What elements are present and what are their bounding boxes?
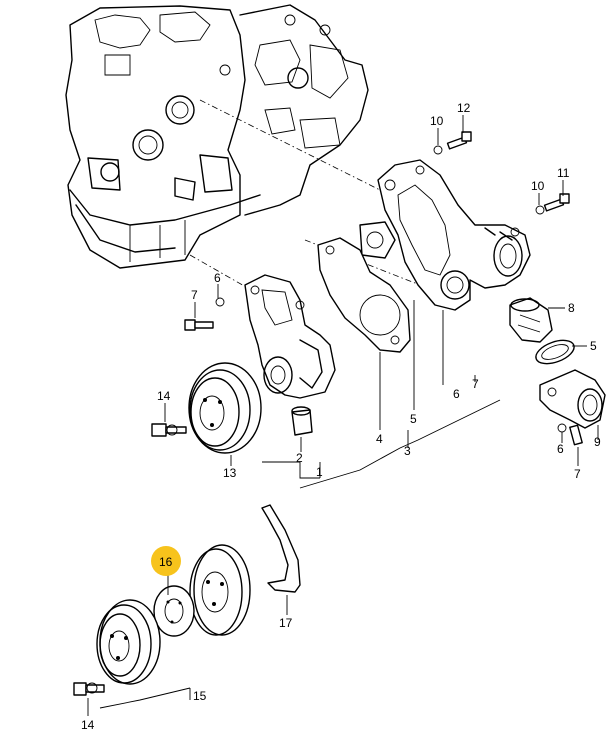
gasket-5 [359, 221, 396, 259]
engine-block [65, 4, 369, 269]
callout-17: 17 [279, 616, 293, 630]
callout-10: 10 [531, 179, 545, 193]
alignment-line [199, 99, 381, 191]
callout-16: 16 [159, 555, 173, 569]
water-pump [244, 274, 336, 399]
callout-highlight [151, 546, 181, 576]
callout-7: 7 [574, 467, 581, 481]
washer-10-upper [433, 145, 443, 155]
callout-1: 1 [316, 465, 323, 479]
seal-ring-5 [535, 339, 575, 365]
spacer-16 [153, 585, 195, 637]
washer-6-right [557, 423, 567, 433]
washer-6-left [215, 297, 225, 307]
bolt-14-upper [151, 423, 187, 437]
callout-13: 13 [223, 466, 237, 480]
callout-14: 14 [81, 718, 95, 732]
thermostat-housing [377, 159, 531, 311]
thermostat-8 [509, 297, 553, 343]
pulley-13 [188, 362, 262, 454]
callout-6: 6 [453, 387, 460, 401]
bolt-11 [543, 193, 570, 212]
callout-3: 3 [404, 444, 411, 458]
callout-7: 7 [472, 377, 479, 391]
callout-11: 11 [557, 166, 570, 180]
coolant-flange-9 [539, 369, 606, 429]
bolt-7-left [184, 319, 214, 331]
bolt-7-right [569, 424, 583, 446]
washer-10-lower [535, 205, 545, 215]
bolt-14-lower [73, 682, 105, 696]
callout-14: 14 [157, 389, 171, 403]
callout-5: 5 [590, 339, 597, 353]
gasket-4 [317, 237, 411, 353]
callout-9: 9 [594, 435, 601, 449]
bolt-12 [446, 131, 472, 150]
pulley-15 [96, 599, 161, 685]
callout-labels: 12 10 11 10 6 7 8 5 14 4 5 6 7 9 6 3 2 1… [81, 101, 601, 732]
callout-6: 6 [214, 271, 221, 285]
callout-7: 7 [191, 288, 198, 302]
callout-6: 6 [557, 442, 564, 456]
belt-17 [261, 504, 301, 593]
callout-10: 10 [430, 114, 444, 128]
callout-4: 4 [376, 432, 383, 446]
callout-15: 15 [193, 689, 207, 703]
callout-2: 2 [296, 451, 303, 465]
callout-5: 5 [410, 412, 417, 426]
pulley-disc-upper [189, 544, 251, 636]
leader-lines [87, 115, 599, 716]
callout-8: 8 [568, 301, 575, 315]
callout-12: 12 [457, 101, 471, 115]
part-2 [291, 409, 313, 436]
